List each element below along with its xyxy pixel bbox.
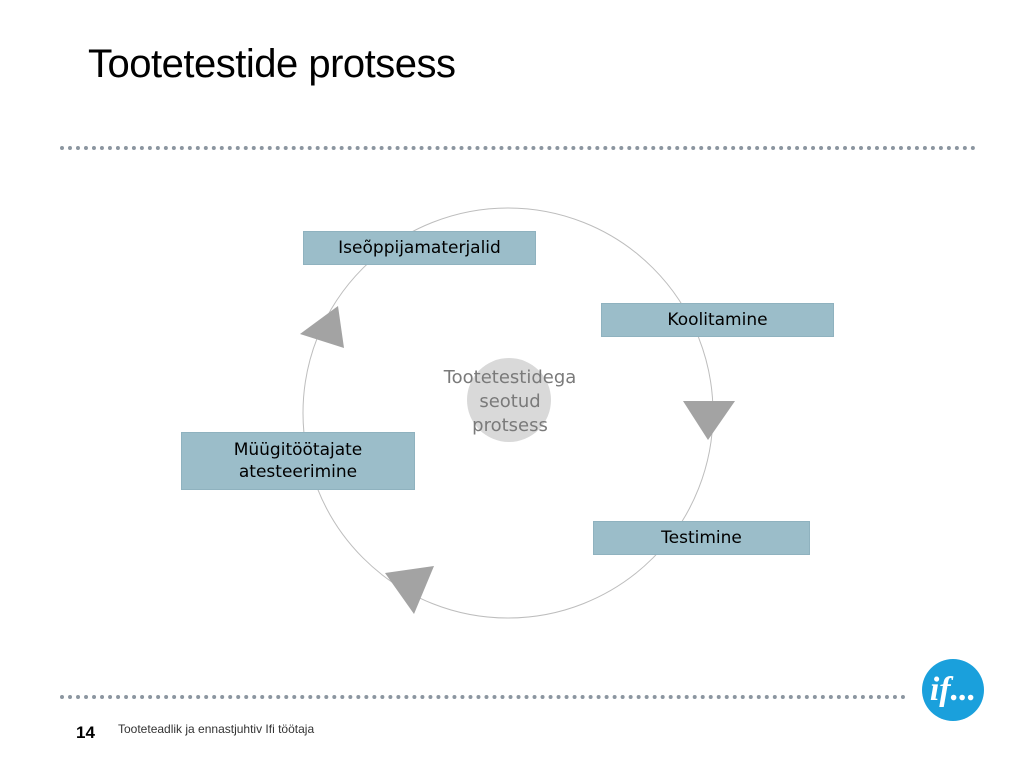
top-dotted-divider (60, 146, 976, 150)
slide-title: Tootetestide protsess (88, 42, 456, 86)
footer-text: Tooteteadlik ja ennastjuhtiv Ifi töötaja (118, 722, 315, 736)
step-label-line: Müügitöötajate (233, 440, 363, 460)
step-label: Testimine (661, 528, 742, 548)
step-box-koolitamine: Koolitamine (601, 303, 834, 337)
bottom-dotted-divider (60, 695, 906, 699)
step-label: Koolitamine (667, 310, 768, 330)
arrow-top-left-icon (300, 306, 344, 348)
center-label-line: seotud (479, 391, 541, 412)
step-box-iseoppijamaterjalid: Iseõppijamaterjalid (303, 231, 536, 265)
center-disc (467, 358, 551, 442)
step-box-atesteerimine: Müügitöötajate atesteerimine (181, 432, 415, 490)
if-logo: if... (922, 659, 984, 721)
page-number: 14 (76, 723, 95, 742)
logo-text: if... (929, 671, 977, 708)
center-label-line: protsess (472, 415, 548, 436)
arrow-bottom-left-icon (385, 566, 434, 614)
arrow-right-icon (683, 401, 735, 440)
step-box-testimine: Testimine (593, 521, 810, 555)
center-label: Tootetestidega seotud protsess (420, 366, 600, 438)
step-label-line: atesteerimine (238, 462, 358, 482)
center-label-line: Tootetestidega (443, 367, 577, 388)
step-label: Iseõppijamaterjalid (338, 238, 501, 258)
